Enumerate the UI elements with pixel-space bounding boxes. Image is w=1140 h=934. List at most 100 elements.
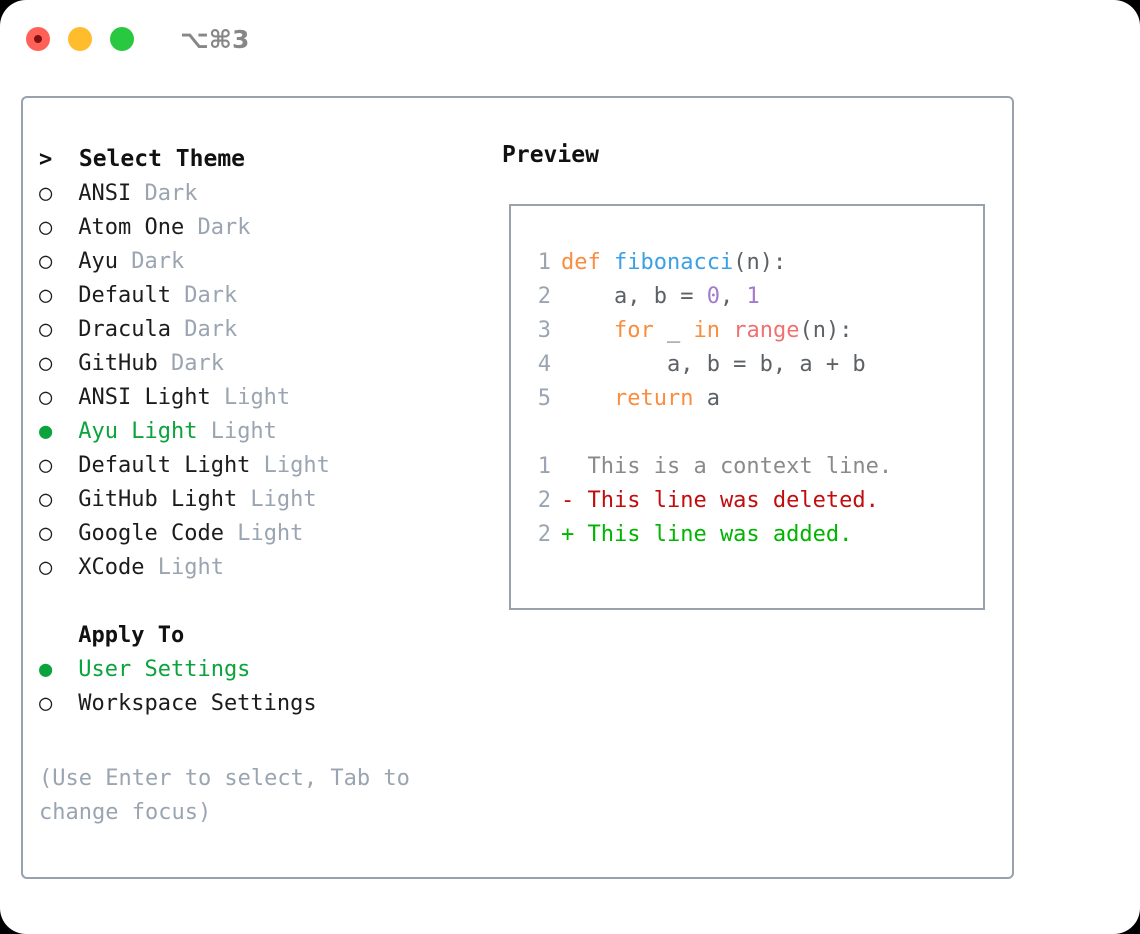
code-token: 0 [706, 284, 720, 309]
radio-marker-icon: ○ [39, 316, 53, 342]
item-label: GitHub [65, 350, 158, 376]
item-label: Default Light [65, 452, 251, 478]
code-token: a, b = b, a + b [561, 352, 866, 377]
code-token [720, 318, 733, 343]
preview-heading: Preview [502, 142, 599, 168]
code-token: for [613, 318, 654, 343]
line-number: 2 [537, 488, 551, 513]
maximize-button[interactable] [110, 27, 134, 51]
radio-marker-icon: ○ [39, 248, 53, 274]
item-label: Default [65, 282, 171, 308]
item-label: GitHub Light [65, 486, 238, 512]
radio-marker-icon: ○ [39, 350, 53, 376]
code-token: def [561, 250, 614, 275]
code-blank-line [529, 416, 892, 450]
item-type-label: Light [223, 520, 304, 546]
item-type-label: Dark [184, 214, 251, 240]
traffic-lights [26, 27, 134, 51]
code-line: 2 a, b = 0, 1 [529, 280, 892, 314]
theme-item-ayu[interactable]: ○ Ayu Dark [39, 244, 509, 278]
item-label: Ayu [65, 248, 118, 274]
code-token: a [693, 386, 720, 411]
radio-marker-icon: ○ [39, 690, 53, 716]
line-number: 2 [537, 284, 551, 309]
line-number: 1 [537, 454, 551, 479]
apply-to-user-settings[interactable]: ● User Settings [39, 652, 509, 686]
item-label: XCode [65, 554, 145, 580]
title-bar: ⌥⌘3 [0, 0, 1140, 78]
theme-item-atom-one[interactable]: ○ Atom One Dark [39, 210, 509, 244]
item-label: User Settings [65, 656, 251, 682]
radio-marker-icon [39, 623, 65, 648]
theme-item-ayu-light[interactable]: ● Ayu Light Light [39, 414, 509, 448]
item-label: Atom One [65, 214, 185, 240]
item-label: ANSI Light [65, 384, 211, 410]
item-label: Google Code [65, 520, 224, 546]
item-type-label: Dark [131, 180, 198, 206]
theme-item-github[interactable]: ○ GitHub Dark [39, 346, 509, 380]
item-label: Select Theme [65, 146, 246, 172]
radio-marker-icon: ○ [39, 180, 53, 206]
code-token: in [693, 318, 720, 343]
diff-line: 1 This is a context line. [529, 450, 892, 484]
radio-marker-icon: ○ [39, 214, 53, 240]
code-token: return [613, 386, 694, 411]
item-label: Dracula [65, 316, 171, 342]
code-token: , [719, 284, 747, 309]
theme-picker-panel: > Select Theme○ ANSI Dark○ Atom One Dark… [21, 96, 1014, 879]
diff-text: - This line was deleted. [561, 488, 879, 513]
code-token: _ [653, 318, 694, 343]
item-type-label: Dark [117, 248, 185, 274]
radio-marker-icon: ○ [39, 384, 53, 410]
code-line: 5 return a [529, 382, 892, 416]
theme-item-dracula[interactable]: ○ Dracula Dark [39, 312, 509, 346]
theme-item-github-light[interactable]: ○ GitHub Light Light [39, 482, 509, 516]
item-type-label: Light [210, 384, 291, 410]
diff-line: 2 - This line was deleted. [529, 484, 892, 518]
diff-text: + This line was added. [561, 522, 853, 547]
theme-item-default[interactable]: ○ Default Dark [39, 278, 509, 312]
radio-marker-icon: ○ [39, 554, 53, 580]
code-token: a, b = [561, 284, 707, 309]
theme-item-ansi-light[interactable]: ○ ANSI Light Light [39, 380, 509, 414]
keyboard-hint: (Use Enter to select, Tab to change focu… [39, 766, 424, 825]
close-button[interactable] [26, 27, 50, 51]
theme-list-column: > Select Theme○ ANSI Dark○ Atom One Dark… [39, 142, 509, 720]
line-number: 4 [537, 352, 551, 377]
theme-item-xcode[interactable]: ○ XCode Light [39, 550, 509, 584]
radio-marker-icon: ● [39, 656, 53, 682]
code-token: (n): [799, 318, 853, 343]
code-line: 4 a, b = b, a + b [529, 348, 892, 382]
item-label: Apply To [65, 622, 185, 648]
item-type-label: Dark [170, 282, 238, 308]
item-type-label: Light [197, 418, 277, 444]
code-line: 3 for _ in range(n): [529, 314, 892, 348]
item-type-label: Light [250, 452, 330, 478]
list-spacer [39, 584, 509, 618]
item-label: Ayu Light [65, 418, 198, 444]
item-type-label: Dark [157, 350, 224, 376]
item-type-label: Light [144, 554, 224, 580]
theme-item-ansi[interactable]: ○ ANSI Dark [39, 176, 509, 210]
apply-to-workspace-settings[interactable]: ○ Workspace Settings [39, 686, 509, 720]
line-number: 1 [537, 250, 551, 275]
radio-marker-icon: > [39, 146, 53, 172]
code-token: fibonacci [613, 250, 734, 275]
apply-to-heading: Apply To [39, 618, 509, 652]
radio-marker-icon: ○ [39, 452, 53, 478]
code-token: range [733, 318, 800, 343]
radio-marker-icon: ○ [39, 282, 53, 308]
line-number: 3 [537, 318, 551, 343]
radio-marker-icon: ○ [39, 520, 53, 546]
minimize-button[interactable] [68, 27, 92, 51]
code-token [561, 386, 614, 411]
diff-line: 2 + This line was added. [529, 518, 892, 552]
line-number: 2 [537, 522, 551, 547]
code-token: 1 [746, 284, 760, 309]
theme-item-default-light[interactable]: ○ Default Light Light [39, 448, 509, 482]
theme-item-google-code[interactable]: ○ Google Code Light [39, 516, 509, 550]
item-label: ANSI [65, 180, 132, 206]
